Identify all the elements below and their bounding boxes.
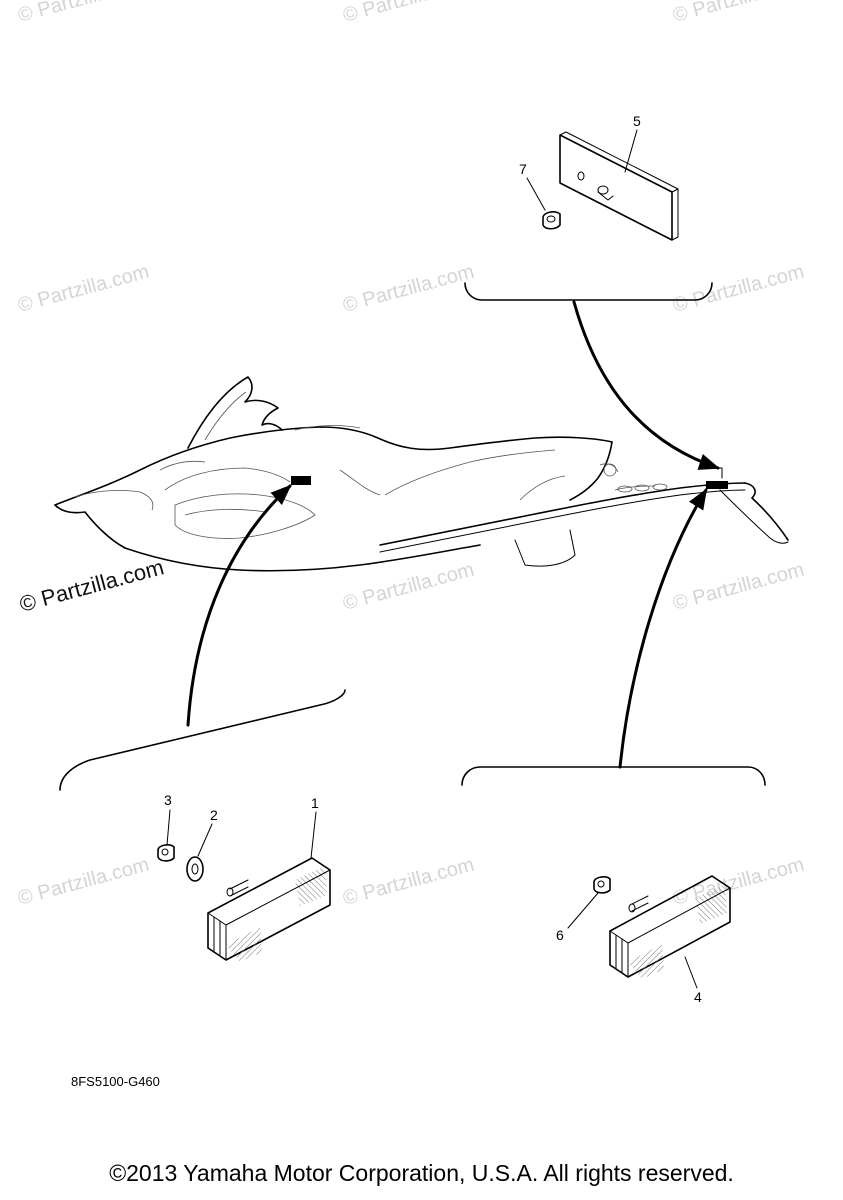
- detail-bracket-right: [461, 766, 766, 786]
- callout-5: 5: [633, 113, 641, 129]
- reflector-part-4: [609, 875, 731, 979]
- arrow-to-front-reflector: [186, 484, 292, 727]
- arrow-to-rear-plate: [572, 300, 720, 470]
- detail-group-rear-reflector: 6 4: [461, 766, 766, 1005]
- nut-part-7: [542, 211, 561, 230]
- front-reflector-location-mark: [291, 476, 311, 485]
- watermark-text-dark: © Partzilla.com: [17, 554, 167, 617]
- callout-3: 3: [164, 792, 172, 808]
- watermark-text: © Partzilla.com: [671, 261, 807, 317]
- nut-part-3: [157, 844, 175, 862]
- detail-group-rear-plate: 5 7: [464, 113, 713, 301]
- rear-reflector-location-mark: [706, 481, 728, 489]
- watermark-text: © Partzilla.com: [671, 854, 807, 910]
- watermark-text: © Partzilla.com: [16, 854, 152, 910]
- nut-part-6: [593, 876, 611, 894]
- watermark-text: © Partzilla.com: [341, 559, 477, 615]
- watermark-text: © Partzilla.com: [671, 559, 807, 615]
- plate-part-5: [559, 131, 679, 241]
- callout-2: 2: [210, 807, 218, 823]
- watermark-text: © Partzilla.com: [341, 0, 477, 27]
- snowmobile-drawing: [54, 376, 789, 572]
- watermark-text: © Partzilla.com: [341, 854, 477, 910]
- callout-4: 4: [694, 989, 702, 1005]
- watermark-text: © Partzilla.com: [16, 0, 152, 27]
- arrow-to-rear-reflector: [618, 488, 708, 769]
- copyright-notice: ©2013 Yamaha Motor Corporation, U.S.A. A…: [109, 1160, 734, 1186]
- watermark-text: © Partzilla.com: [671, 0, 807, 27]
- watermark-text: © Partzilla.com: [16, 261, 152, 317]
- callout-6: 6: [556, 927, 564, 943]
- detail-bracket-top: [464, 282, 713, 301]
- washer-part-2: [186, 856, 204, 882]
- reflector-part-1: [207, 857, 331, 962]
- drawing-code: 8FS5100-G460: [71, 1074, 160, 1089]
- watermark-text: © Partzilla.com: [341, 261, 477, 317]
- detail-group-front-reflector: 3 2 1: [59, 689, 346, 962]
- callout-1: 1: [311, 795, 319, 811]
- callout-7: 7: [519, 161, 527, 177]
- detail-bracket-left: [59, 689, 346, 791]
